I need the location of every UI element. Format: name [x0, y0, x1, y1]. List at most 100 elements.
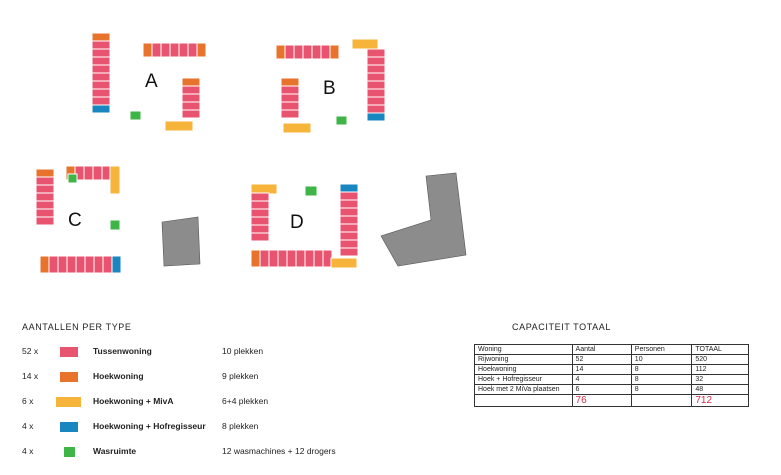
tussenwoning-unit [304, 249, 315, 268]
tussenwoning-unit [102, 255, 113, 274]
legend-swatch-wasruimte [64, 447, 75, 457]
tussenwoning-unit [92, 165, 103, 181]
table-cell: 8 [630, 374, 693, 385]
legend-row-tussenwoning: 52 x Tussenwoning 10 plekken [22, 346, 442, 371]
legend-row-wasruimte: 4 x Wasruimte 12 wasmachines + 12 droger… [22, 446, 442, 471]
tussenwoning-unit [339, 231, 359, 241]
table-cell: 8 [630, 384, 693, 395]
table-cell: 10 [630, 354, 693, 365]
tussenwoning-unit [91, 88, 111, 98]
tussenwoning-unit [66, 255, 77, 274]
site-plan: A B C D [35, 32, 467, 274]
wasruimte-unit [109, 219, 121, 231]
tussenwoning-unit [187, 42, 198, 58]
table-cell: Hoek + Hofregisseur [474, 374, 573, 385]
legend-row-hoekwoning: 14 x Hoekwoning 9 plekken [22, 371, 442, 396]
capacity-table: Woning Aantal Personen TOTAAL Rijwoning … [474, 344, 749, 407]
table-cell: 14 [571, 364, 632, 375]
tussenwoning-unit [91, 96, 111, 106]
tussenwoning-unit [311, 44, 322, 60]
tussenwoning-unit [366, 96, 386, 106]
hoekwoning_hofregisseur-unit [91, 104, 111, 114]
tussenwoning-unit [366, 80, 386, 90]
hoekwoning-unit [275, 44, 286, 60]
tussenwoning-unit [250, 200, 270, 210]
tussenwoning-unit [35, 200, 55, 210]
table-cell: Hoek met 2 MiVa plaatsen [474, 384, 573, 395]
table-total-row: 76 712 [474, 394, 749, 407]
tussenwoning-unit [91, 40, 111, 50]
tussenwoning-unit [48, 255, 59, 274]
cluster-label-a: A [145, 71, 158, 92]
table-header: TOTAAL [691, 344, 749, 355]
tussenwoning-unit [293, 44, 304, 60]
tussenwoning-unit [366, 104, 386, 114]
table-cell: 520 [691, 354, 749, 365]
legend-name: Hoekwoning [93, 371, 144, 381]
tussenwoning-unit [280, 93, 300, 103]
hoekwoning_miva-unit [330, 257, 358, 269]
wasruimte-unit [67, 173, 78, 184]
table-total-persons: 712 [691, 394, 749, 407]
tussenwoning-unit [151, 42, 162, 58]
tussenwoning-unit [91, 80, 111, 90]
tussenwoning-unit [35, 184, 55, 194]
hoekwoning-unit [280, 77, 300, 87]
tussenwoning-unit [339, 191, 359, 201]
hoekwoning-unit [250, 249, 261, 268]
tussenwoning-unit [268, 249, 279, 268]
legend-row-hoekwoning-miva: 6 x Hoekwoning + MivA 6+4 plekken [22, 396, 442, 421]
tussenwoning-unit [286, 249, 297, 268]
legend-swatch-hoekwoning [60, 372, 78, 382]
legend-title: AANTALLEN PER TYPE [22, 322, 132, 332]
tussenwoning-unit [57, 255, 68, 274]
legend-name: Wasruimte [93, 446, 137, 456]
tussenwoning-unit [250, 192, 270, 202]
hoekwoning_miva-unit [164, 120, 194, 132]
legend-count: 4 x [22, 421, 34, 431]
legend: AANTALLEN PER TYPE 52 x Tussenwoning 10 … [22, 322, 442, 471]
tussenwoning-unit [366, 72, 386, 82]
tussenwoning-unit [178, 42, 189, 58]
table-row: Hoekwoning 14 8 112 [474, 364, 749, 375]
tussenwoning-unit [339, 247, 359, 257]
legend-capacity: 6+4 plekken [222, 396, 269, 406]
tussenwoning-unit [91, 48, 111, 58]
tussenwoning-unit [91, 72, 111, 82]
legend-count: 52 x [22, 346, 39, 356]
table-header-row: Woning Aantal Personen TOTAAL [474, 344, 749, 355]
wasruimte-unit [129, 110, 142, 121]
tussenwoning-unit [250, 208, 270, 218]
table-total-cell [474, 394, 573, 407]
hoekwoning-unit [196, 42, 207, 58]
tussenwoning-unit [84, 255, 95, 274]
table-row: Hoek + Hofregisseur 4 8 32 [474, 374, 749, 385]
tussenwoning-unit [366, 48, 386, 58]
tussenwoning-unit [320, 44, 331, 60]
wasruimte-unit [335, 115, 348, 126]
table-row: Hoek met 2 MiVa plaatsen 6 8 48 [474, 384, 749, 395]
tussenwoning-unit [250, 224, 270, 234]
tussenwoning-unit [366, 88, 386, 98]
tussenwoning-unit [280, 85, 300, 95]
tussenwoning-unit [181, 85, 201, 95]
cluster-label-c: C [68, 210, 82, 231]
tussenwoning-unit [339, 199, 359, 209]
hoekwoning-unit [142, 42, 153, 58]
hoekwoning_hofregisseur-unit [111, 255, 122, 274]
tussenwoning-unit [339, 223, 359, 233]
hoekwoning-unit [91, 32, 111, 42]
hoekwoning_miva-unit [109, 165, 121, 195]
tussenwoning-unit [284, 44, 295, 60]
tussenwoning-unit [91, 64, 111, 74]
table-cell: 8 [630, 364, 693, 375]
table-cell: 52 [571, 354, 632, 365]
wasruimte-unit [304, 185, 318, 197]
table-header: Personen [630, 344, 693, 355]
tussenwoning-unit [35, 208, 55, 218]
tussenwoning-unit [35, 176, 55, 186]
table-cell: 112 [691, 364, 749, 375]
legend-swatch-hoekwoning-miva [56, 397, 81, 407]
table-row: Rijwoning 52 10 520 [474, 354, 749, 365]
tussenwoning-unit [250, 232, 270, 242]
